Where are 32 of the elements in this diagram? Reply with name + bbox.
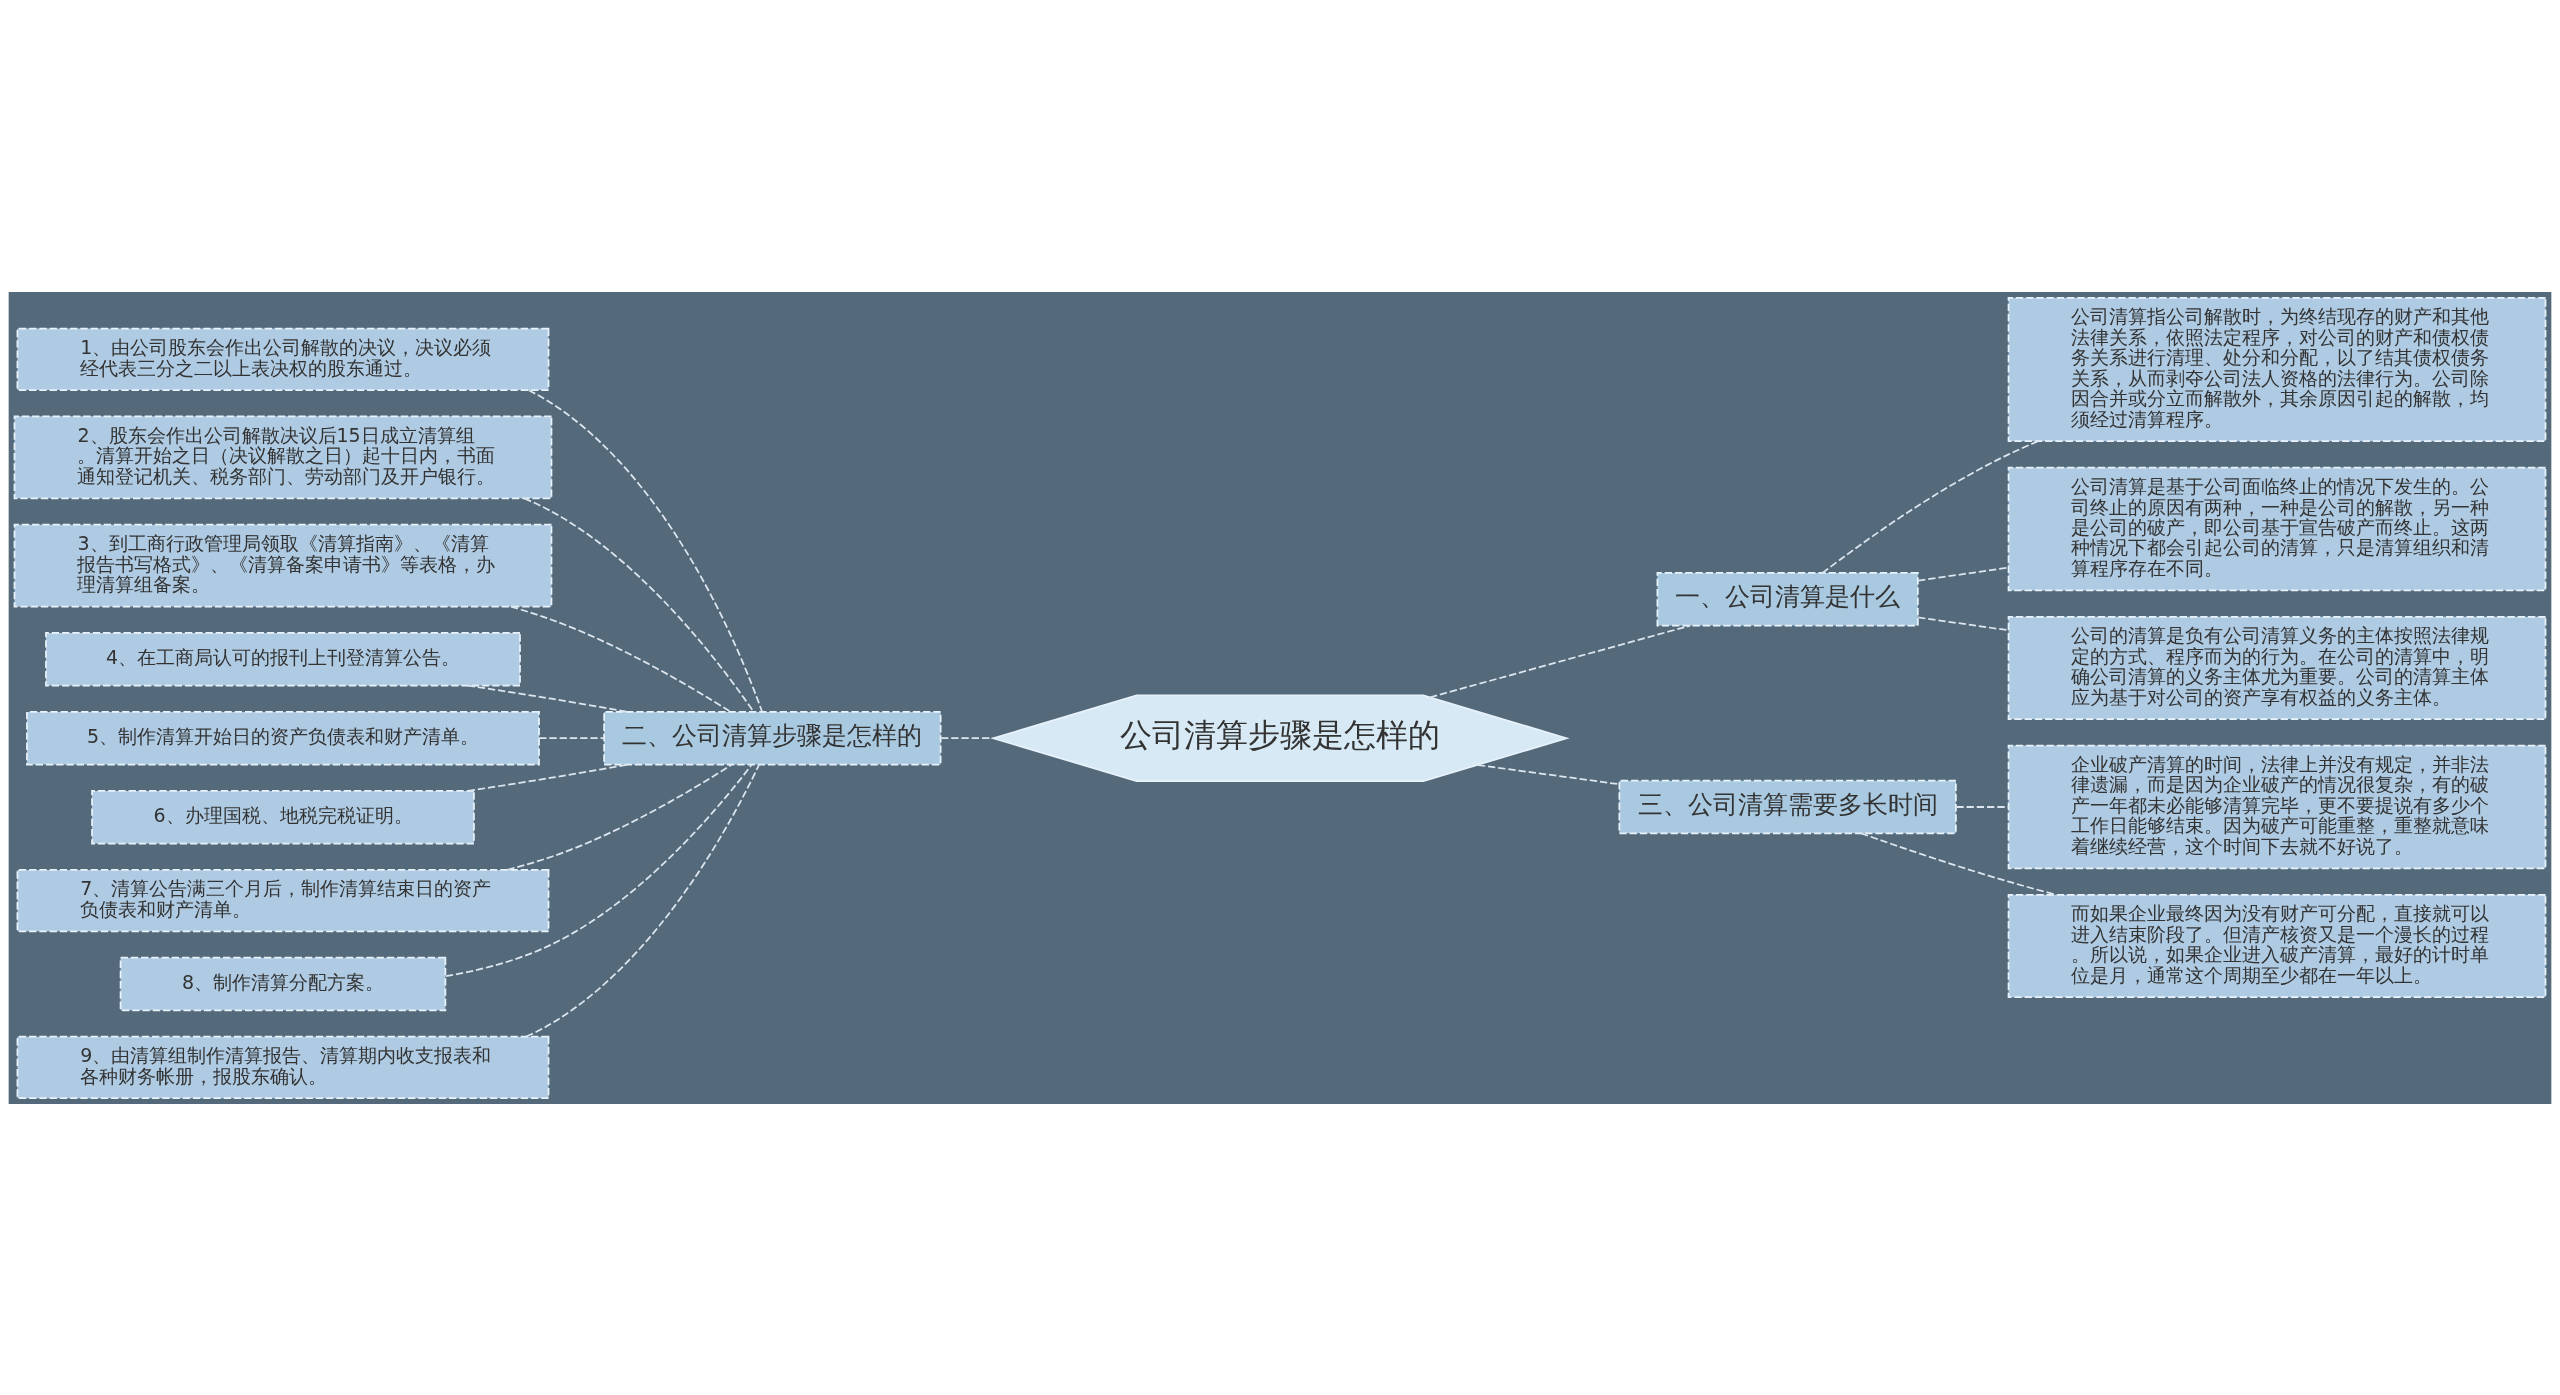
- connector: [1917, 616, 2010, 631]
- connector: [1429, 624, 1692, 698]
- connector: [1821, 440, 2039, 574]
- node-box: 3、到工商行政管理局领取《清算指南》、《清算报告书写格式》、《清算备案申请书》等表格，办理清算组备案。: [13, 523, 553, 607]
- node-box: 7、清算公告满三个月后，制作清算结束日的资产负债表和财产清单。: [16, 868, 550, 932]
- node-box: 三、公司清算需要多长时间: [1618, 779, 1957, 834]
- connector: [466, 763, 630, 792]
- connector: [509, 605, 732, 713]
- node-box: 5、制作清算开始日的资产负债表和财产清单。: [26, 710, 540, 765]
- connector: [1917, 566, 2010, 581]
- node-box: 1、由公司股东会作出公司解散的决议，决议必须经代表三分之二以上表决权的股东通过。: [16, 327, 550, 391]
- connector: [1860, 832, 2057, 896]
- node-box: 一、公司清算是什么: [1656, 571, 1919, 626]
- connector: [445, 763, 753, 977]
- connector: [466, 684, 630, 713]
- connector: [506, 763, 733, 871]
- node-box: 二、公司清算步骤是怎样的: [603, 710, 942, 765]
- node-box: 公司清算指公司解散时，为终结现存的财产和其他法律关系，依照法定程序，对公司的财产和债权债务关系进行清理、处分和分配，以了结其债权债务关系，从而剥夺公司法人资格的法律行为。公司除因合并或分立而解散外，其余原因引起的解散，均须经过清算程序。: [2007, 296, 2547, 442]
- node-box: 而如果企业最终因为没有财产可分配，直接就可以进入结束阶段了。但清产核资又是一个漫长的过程。所以说，如果企业进入破产清算，最好的计时单位是月，通常这个周期至少都在一年以上。: [2007, 893, 2547, 998]
- node-box: 8、制作清算分配方案。: [119, 956, 447, 1011]
- connector: [538, 736, 605, 739]
- connector: [523, 497, 755, 713]
- node-box: 公司的清算是负有公司清算义务的主体按照法律规定的方式、程序而为的行为。在公司的清算中，明确公司清算的义务主体尤为重要。公司的清算主体应为基于对公司的资产享有权益的义务主体。: [2007, 615, 2547, 720]
- connector: [940, 736, 994, 739]
- connector: [527, 388, 763, 712]
- node-box: 公司清算是基于公司面临终止的情况下发生的。公司终止的原因有两种，一种是公司的解散，另一种是公司的破产，即公司基于宣告破产而终止。这两种情况下都会引起公司的清算，只是清算组织和清算程序存在不同。: [2007, 466, 2547, 591]
- node-box: 9、由清算组制作清算报告、清算期内收支报表和各种财务帐册，报股东确认。: [16, 1035, 550, 1099]
- node-box: 4、在工商局认可的报刊上刊登清算公告。: [45, 631, 521, 686]
- connector: [525, 763, 760, 1037]
- node-box: 6、办理国税、地税完税证明。: [91, 789, 475, 844]
- node-box: 企业破产清算的时间，法律上并没有规定，并非法律遗漏，而是因为企业破产的情况很复杂，有的破产一年都未必能够清算完毕，更不要提说有多少个工作日能够结束。因为破产可能重整，重整就意味着继续经营，这个时间下去就不好说了。: [2007, 744, 2547, 869]
- node-box: 2、股东会作出公司解散决议后15日成立清算组。清算开始之日（决议解散之日）起十日内，书面通知登记机关、税务部门、劳动部门及开户银行。: [13, 415, 553, 499]
